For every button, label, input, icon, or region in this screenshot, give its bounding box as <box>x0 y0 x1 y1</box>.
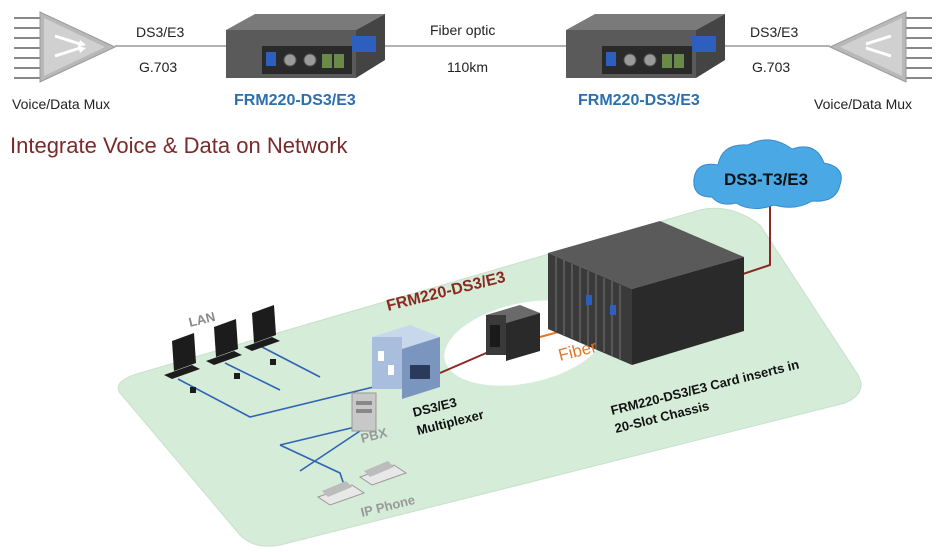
top-row-diagram <box>14 11 932 83</box>
link-medium-label: Fiber optic <box>430 22 496 38</box>
right-standard-label: G.703 <box>752 59 791 75</box>
left-mux-label: Voice/Data Mux <box>12 96 111 112</box>
pbx-label: PBX <box>359 425 389 446</box>
cloud-icon <box>693 139 842 209</box>
right-interface-label: DS3/E3 <box>750 24 799 40</box>
multiplexer-device <box>372 325 440 399</box>
link-distance-label: 110km <box>447 59 488 75</box>
right-frm220-device <box>566 14 725 78</box>
workstation-1 <box>164 333 200 393</box>
section-title: Integrate Voice & Data on Network <box>10 133 348 158</box>
left-device-model: FRM220-DS3/E3 <box>234 92 356 109</box>
workstation-3 <box>244 305 280 365</box>
workstation-2 <box>206 319 242 379</box>
left-interface-label: DS3/E3 <box>136 24 185 40</box>
ip-phone-2 <box>358 461 408 486</box>
right-mux-label: Voice/Data Mux <box>814 96 913 112</box>
chassis-device <box>548 221 744 365</box>
network-diagram: DS3-T3/E3 FRM220-DS3/E3 Fiber LAN PBX IP… <box>117 139 862 547</box>
right-device-model: FRM220-DS3/E3 <box>578 92 700 109</box>
cloud-label: DS3-T3/E3 <box>724 170 808 189</box>
left-mux-icon <box>14 11 117 83</box>
ip-phone-1 <box>316 481 366 506</box>
right-mux-icon <box>828 11 932 83</box>
left-frm220-device <box>226 14 385 78</box>
small-converter-device <box>486 305 540 361</box>
lan-label: LAN <box>187 309 217 330</box>
pbx-device <box>351 392 377 432</box>
left-standard-label: G.703 <box>139 59 178 75</box>
